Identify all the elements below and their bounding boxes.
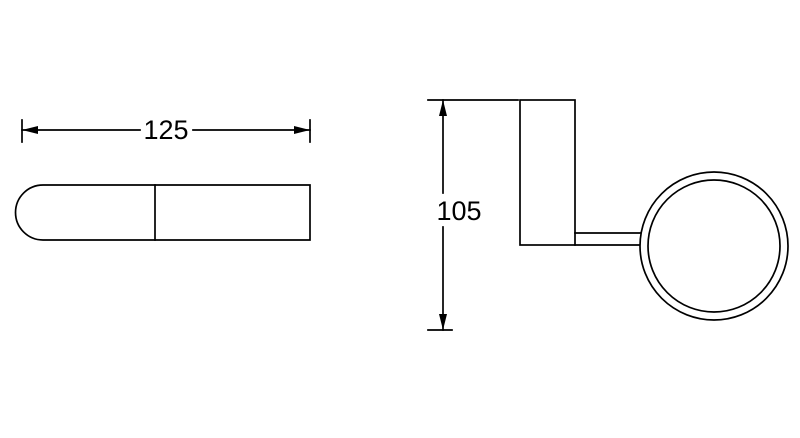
ring-inner-circle <box>647 179 781 313</box>
handle-outline <box>14 184 311 241</box>
side-view-dimension: 105 <box>427 99 519 331</box>
height-dimension-label: 105 <box>436 196 481 226</box>
wall-plate <box>519 99 576 246</box>
top-view-arrowheads <box>22 126 310 134</box>
arrow-left-icon <box>22 126 38 134</box>
top-view-dimension: 125 <box>21 115 311 145</box>
arrow-right-icon <box>294 126 310 134</box>
length-dimension-label: 125 <box>143 115 188 145</box>
top-view: 125 <box>14 115 311 241</box>
ring-outer-circle <box>639 171 789 321</box>
side-view: 105 <box>427 99 789 331</box>
arrow-up-icon <box>439 100 447 116</box>
arrow-down-icon <box>439 314 447 330</box>
side-view-arrowheads <box>439 100 447 330</box>
drawing-root: 125 <box>14 99 789 331</box>
